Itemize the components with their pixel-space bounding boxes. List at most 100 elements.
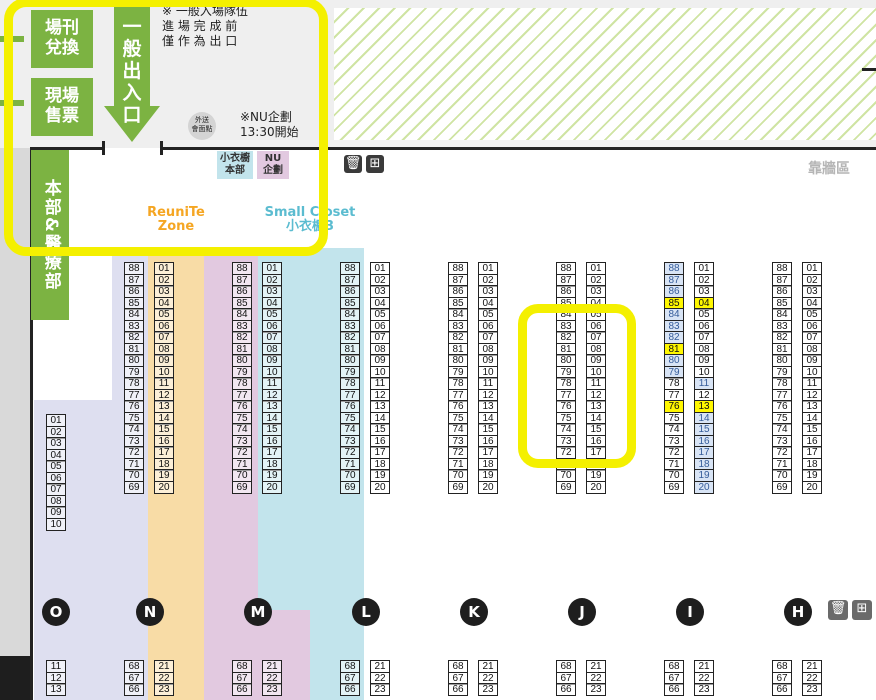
booth-cell[interactable]: 69: [340, 480, 360, 494]
wall-area-label: 靠牆區: [808, 161, 850, 177]
booth-cell[interactable]: 08: [46, 494, 66, 508]
booth-cell[interactable]: 71: [124, 457, 144, 471]
booth-cell[interactable]: 78: [556, 377, 576, 390]
booth-cell[interactable]: 17: [262, 446, 282, 459]
booth-cell[interactable]: 68: [124, 660, 144, 673]
row-marker: I: [676, 598, 704, 626]
booth-cell[interactable]: 20: [370, 480, 390, 494]
booth-cell[interactable]: 87: [340, 273, 360, 287]
wall-tick-right: [160, 141, 163, 155]
exit-label: 一般出入口: [122, 16, 142, 126]
recycle-icon-2: ⊞: [852, 600, 872, 620]
booth-cell[interactable]: 20: [694, 480, 714, 494]
booth-cell[interactable]: 75: [448, 411, 468, 425]
booth-cell[interactable]: 69: [772, 480, 792, 494]
onsite-ticket-box: 現場 售票: [31, 78, 93, 136]
booth-cell[interactable]: 23: [478, 683, 498, 696]
booth-cell[interactable]: 87: [124, 273, 144, 287]
booth-cell[interactable]: 23: [262, 683, 282, 696]
booth-cell[interactable]: 02: [370, 273, 390, 287]
booth-cell[interactable]: 66: [340, 683, 360, 696]
booth-cell[interactable]: 69: [448, 480, 468, 494]
booth-cell[interactable]: 77: [340, 388, 360, 402]
booth-cell[interactable]: 04: [46, 448, 66, 462]
booth-cell[interactable]: 66: [772, 683, 792, 696]
booth-cell[interactable]: 08: [802, 342, 822, 356]
booth-cell[interactable]: 68: [556, 660, 576, 673]
booth-cell[interactable]: 13: [46, 683, 66, 696]
booth-cell[interactable]: 69: [664, 480, 684, 494]
booth-cell[interactable]: 66: [556, 683, 576, 696]
booth-cell[interactable]: 02: [802, 273, 822, 287]
booth-cell[interactable]: 12: [478, 388, 498, 402]
row-marker: M: [244, 598, 272, 626]
booth-cell[interactable]: 13: [478, 400, 498, 413]
booth-cell[interactable]: 66: [232, 683, 252, 696]
booth-cell[interactable]: 67: [664, 671, 684, 685]
booth-cell[interactable]: 74: [232, 423, 252, 436]
booth-cell[interactable]: 11: [370, 377, 390, 390]
booth-cell[interactable]: 66: [124, 683, 144, 696]
booth-cell[interactable]: 21: [154, 660, 174, 673]
wall-line-top-right: [161, 147, 876, 150]
top-right-dash: [862, 68, 876, 71]
booth-cell[interactable]: 66: [448, 683, 468, 696]
booth-cell[interactable]: 69: [232, 480, 252, 494]
booth-cell[interactable]: 02: [262, 273, 282, 287]
booth-cell[interactable]: 88: [556, 262, 576, 275]
booth-cell[interactable]: 08: [370, 342, 390, 356]
first-aid-box: 本部&醫療部: [31, 150, 69, 320]
booth-cell[interactable]: 20: [262, 480, 282, 494]
booth-cell[interactable]: 76: [772, 400, 792, 413]
booth-cell[interactable]: 11: [802, 377, 822, 390]
booth-cell[interactable]: 15: [262, 423, 282, 436]
booth-cell[interactable]: 69: [556, 480, 576, 494]
booth-cell[interactable]: 74: [772, 423, 792, 436]
booth-cell[interactable]: 83: [232, 319, 252, 333]
booth-cell[interactable]: 23: [694, 683, 714, 696]
booth-cell[interactable]: 11: [694, 377, 714, 390]
booth-cell[interactable]: 13: [694, 400, 714, 413]
booth-cell[interactable]: 23: [370, 683, 390, 696]
booth-cell[interactable]: 81: [448, 342, 468, 356]
row-marker: K: [460, 598, 488, 626]
delivery-point-badge: [188, 112, 216, 140]
booth-cell[interactable]: 68: [232, 660, 252, 673]
nu-note: ※NU企劃 13:30開始: [240, 110, 299, 139]
booth-cell[interactable]: 20: [154, 480, 174, 494]
booth-cell[interactable]: 14: [478, 411, 498, 425]
booth-cell[interactable]: 68: [664, 660, 684, 673]
left-dark-corner: [0, 656, 30, 700]
queue-note: ※ 一般入場隊伍 進 場 完 成 前 僅 作 為 出 口: [162, 4, 248, 48]
annotation-circle-top: [4, 0, 328, 256]
booth-cell[interactable]: 69: [124, 480, 144, 494]
booth-cell[interactable]: 83: [340, 319, 360, 333]
delivery-point-label: 外送 會面點: [191, 116, 213, 133]
booth-cell[interactable]: 71: [340, 457, 360, 471]
booth-cell[interactable]: 18: [694, 457, 714, 471]
booth-cell[interactable]: 20: [586, 480, 606, 494]
booth-cell[interactable]: 20: [478, 480, 498, 494]
booth-cell[interactable]: 71: [664, 457, 684, 471]
booth-cell[interactable]: 23: [154, 683, 174, 696]
booth-cell[interactable]: 23: [802, 683, 822, 696]
booth-cell[interactable]: 10: [46, 517, 66, 531]
booth-cell[interactable]: 20: [802, 480, 822, 494]
row-marker: O: [42, 598, 70, 626]
booth-cell[interactable]: 80: [124, 354, 144, 367]
booth-cell[interactable]: 88: [448, 262, 468, 275]
booth-cell[interactable]: 11: [586, 377, 606, 390]
booth-cell[interactable]: 17: [370, 446, 390, 459]
booth-cell[interactable]: 14: [262, 411, 282, 425]
booth-cell[interactable]: 67: [340, 671, 360, 685]
reunite-zone-label: ReuniTe Zone: [147, 205, 205, 234]
booth-cell[interactable]: 23: [586, 683, 606, 696]
booth-cell[interactable]: 21: [262, 660, 282, 673]
booth-cell[interactable]: 07: [154, 331, 174, 344]
booth-cell[interactable]: 80: [448, 354, 468, 367]
booth-cell[interactable]: 83: [772, 319, 792, 333]
booth-cell[interactable]: 02: [586, 273, 606, 287]
booth-cell[interactable]: 06: [478, 319, 498, 333]
booth-cell[interactable]: 75: [340, 411, 360, 425]
booth-cell[interactable]: 66: [664, 683, 684, 696]
